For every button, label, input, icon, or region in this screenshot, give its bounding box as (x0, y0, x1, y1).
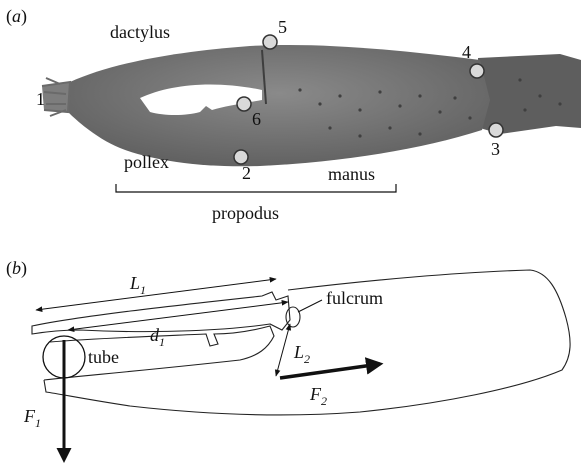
landmark-5: 5 (263, 17, 287, 49)
panel-a-label: (a) (6, 6, 27, 27)
landmark-3: 3 (489, 123, 503, 159)
arrow-F2 (280, 364, 380, 378)
label-tube: tube (88, 347, 119, 367)
symbol-L1: L1 (129, 273, 146, 297)
propodus-body (68, 45, 490, 166)
svg-text:3: 3 (491, 139, 500, 159)
landmark-1: 1 (36, 89, 45, 109)
panel-b: (b) L1 d1 fulcrum L2 F2 tube (6, 258, 570, 460)
claw-outer-outline (44, 270, 570, 415)
svg-text:1: 1 (36, 89, 45, 109)
label-propodus: propodus (212, 203, 279, 223)
claw-tip-bristles (42, 78, 70, 116)
label-fulcrum: fulcrum (326, 288, 383, 308)
dactylus-outline (32, 292, 290, 334)
svg-text:6: 6 (252, 109, 261, 129)
carpus-segment (478, 54, 581, 134)
label-manus: manus (328, 164, 375, 184)
label-pollex: pollex (124, 152, 169, 172)
svg-text:5: 5 (278, 17, 287, 37)
panel-a: (a) (6, 6, 581, 223)
propodus-bracket (116, 184, 396, 192)
arrow-L1 (36, 279, 276, 310)
panel-b-label: (b) (6, 258, 27, 279)
arrow-L2 (276, 324, 290, 376)
fulcrum-leader (298, 300, 322, 312)
landmark-2: 2 (234, 150, 251, 183)
fulcrum-shape (286, 307, 300, 327)
symbol-d1: d1 (150, 325, 165, 349)
label-dactylus: dactylus (110, 22, 170, 42)
symbol-F2: F2 (309, 384, 327, 408)
symbol-F1: F1 (23, 406, 41, 430)
svg-text:2: 2 (242, 163, 251, 183)
svg-text:4: 4 (462, 42, 471, 62)
claw-photo (42, 45, 581, 166)
symbol-L2: L2 (293, 342, 310, 366)
